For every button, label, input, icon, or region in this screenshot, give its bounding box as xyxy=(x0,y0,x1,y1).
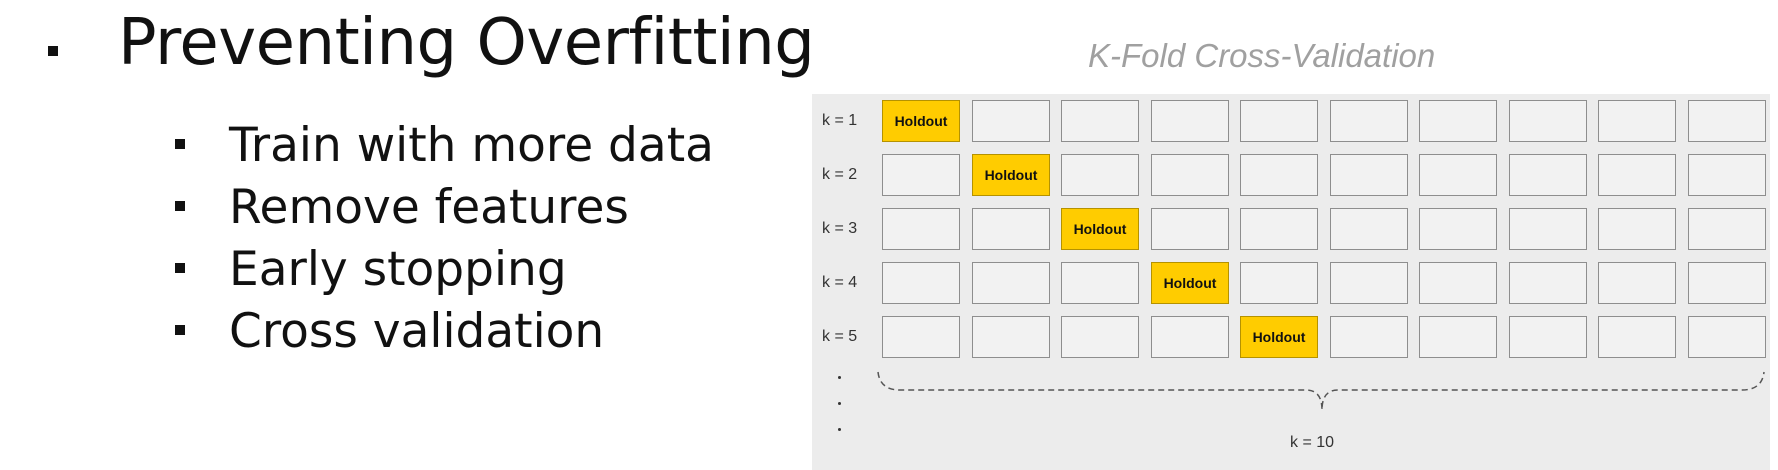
training-fold xyxy=(1061,154,1139,196)
training-fold xyxy=(1509,262,1587,304)
fold-row-label: k = 4 xyxy=(822,274,858,291)
training-fold xyxy=(1419,154,1497,196)
training-fold xyxy=(1240,208,1318,250)
training-fold xyxy=(1419,208,1497,250)
bullet-marker xyxy=(175,263,185,273)
training-fold xyxy=(972,100,1050,142)
fold-row-label: k = 2 xyxy=(822,166,858,183)
training-fold xyxy=(1330,154,1408,196)
kfold-diagram: k = 10 k = 1 Holdout k = 2 Holdout k = 3 Hold… xyxy=(812,94,1770,470)
fold-row-label: k = 3 xyxy=(822,220,858,237)
training-fold xyxy=(1330,316,1408,358)
training-fold xyxy=(1509,208,1587,250)
holdout-fold: Holdout xyxy=(1061,208,1139,250)
training-fold xyxy=(1419,316,1497,358)
training-fold xyxy=(1151,316,1229,358)
training-fold xyxy=(1598,316,1676,358)
training-fold xyxy=(1330,100,1408,142)
training-fold xyxy=(1061,316,1139,358)
bullet-text: Train with more data xyxy=(229,118,714,173)
training-fold xyxy=(1688,208,1766,250)
training-fold xyxy=(972,316,1050,358)
bullet-marker xyxy=(175,201,185,211)
fold-row-label: k = 1 xyxy=(822,112,858,129)
main-bullet-marker xyxy=(48,46,58,56)
training-fold xyxy=(1240,262,1318,304)
bullet-marker xyxy=(175,139,185,149)
training-fold xyxy=(1509,316,1587,358)
training-fold xyxy=(1061,262,1139,304)
training-fold xyxy=(1688,316,1766,358)
training-fold xyxy=(1688,262,1766,304)
training-fold xyxy=(1598,100,1676,142)
training-fold xyxy=(1598,154,1676,196)
training-fold xyxy=(1151,208,1229,250)
fold-brace xyxy=(877,371,1765,411)
training-fold xyxy=(1330,262,1408,304)
training-fold xyxy=(882,316,960,358)
training-fold xyxy=(1151,100,1229,142)
training-fold xyxy=(882,262,960,304)
training-fold xyxy=(1688,154,1766,196)
training-fold xyxy=(972,208,1050,250)
training-fold xyxy=(1061,100,1139,142)
fold-row-label: k = 5 xyxy=(822,328,858,345)
bullet-text: Remove features xyxy=(229,180,629,235)
training-fold xyxy=(882,208,960,250)
training-fold xyxy=(882,154,960,196)
training-fold xyxy=(1419,262,1497,304)
training-fold xyxy=(1509,100,1587,142)
continuation-dot xyxy=(838,376,841,379)
training-fold xyxy=(1330,208,1408,250)
training-fold xyxy=(1240,154,1318,196)
bullet-marker xyxy=(175,325,185,335)
training-fold xyxy=(1240,100,1318,142)
training-fold xyxy=(1419,100,1497,142)
training-fold xyxy=(1509,154,1587,196)
bullet-text: Cross validation xyxy=(229,304,605,359)
holdout-fold: Holdout xyxy=(972,154,1050,196)
total-folds-label: k = 10 xyxy=(1290,434,1335,451)
training-fold xyxy=(1151,154,1229,196)
training-fold xyxy=(1688,100,1766,142)
training-fold xyxy=(1598,208,1676,250)
slide-title: Preventing Overfitting xyxy=(118,6,815,80)
continuation-dot xyxy=(838,402,841,405)
training-fold xyxy=(1598,262,1676,304)
holdout-fold: Holdout xyxy=(1151,262,1229,304)
diagram-title: K-Fold Cross-Validation xyxy=(1088,37,1436,74)
holdout-fold: Holdout xyxy=(1240,316,1318,358)
bullet-text: Early stopping xyxy=(229,242,567,297)
continuation-dot xyxy=(838,428,841,431)
holdout-fold: Holdout xyxy=(882,100,960,142)
training-fold xyxy=(972,262,1050,304)
